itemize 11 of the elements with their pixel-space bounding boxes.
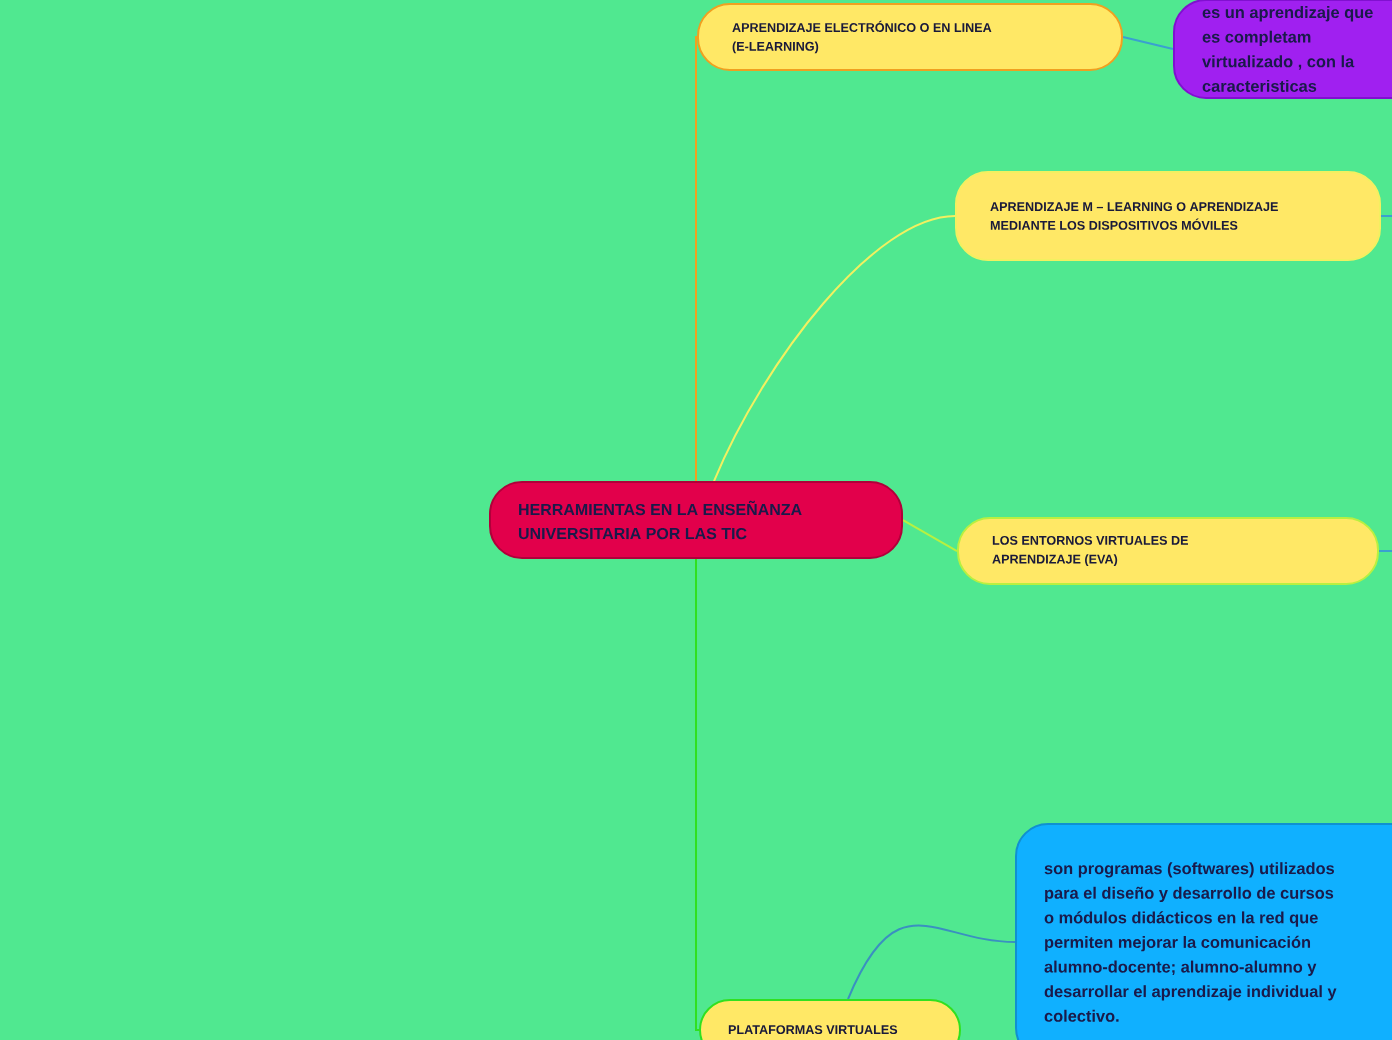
connector-line: [902, 519, 958, 552]
note-box: es un aprendizaje que es completam virtualizado , con la caracteristicas: [1173, 0, 1392, 99]
connector-line: [1380, 215, 1392, 217]
note-box: son programas (softwares) utilizados para el diseño y desarrollo de cursos o módulos didácticos en la red que permiten mejorar la comunicación alumno-docente; alumno-alumno y desarrollar el aprendizaje individual y colectivo.: [1015, 823, 1392, 1040]
connector-line: [1122, 36, 1174, 50]
connector-line: [1378, 550, 1392, 552]
connector-line: [695, 558, 700, 1031]
connector-line: [847, 924, 1016, 1000]
connector-line: [713, 215, 956, 482]
connector-line: [695, 36, 698, 482]
topic-box: HERRAMIENTAS EN LA ENSEÑANZA UNIVERSITARIA POR LAS TIC: [489, 481, 903, 559]
